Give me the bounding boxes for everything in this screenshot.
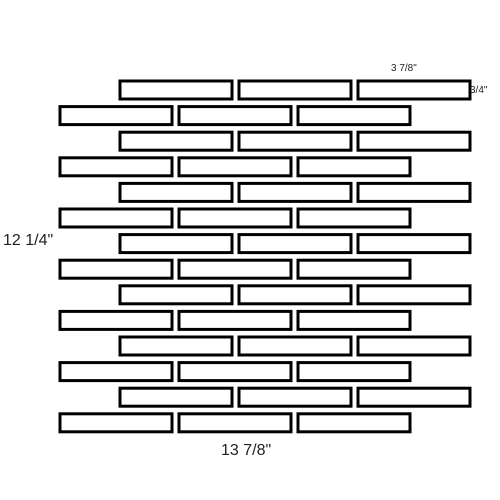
tile [356,79,472,101]
tile [58,309,174,331]
tile [58,156,174,178]
tile [237,79,353,101]
tile [177,207,293,229]
sheet-height-label: 12 1/4" [3,232,54,249]
tile [237,386,353,408]
tile [237,284,353,306]
tile [58,361,174,383]
tile [296,412,412,434]
tile-grid [58,79,472,434]
tile [237,181,353,203]
tile [118,181,234,203]
tile [177,258,293,280]
tile [237,335,353,357]
tile [296,105,412,127]
tile [237,130,353,152]
tile [356,233,472,255]
tile [177,309,293,331]
tile [118,233,234,255]
tile [296,309,412,331]
tile [177,412,293,434]
tile [296,258,412,280]
sheet-width-label: 13 7/8" [221,442,272,459]
tile [356,284,472,306]
tile [118,130,234,152]
tile [296,361,412,383]
tile [177,105,293,127]
tile [356,181,472,203]
tile [118,79,234,101]
tile [356,335,472,357]
tile [296,207,412,229]
tile [58,105,174,127]
tile-width-label: 3 7/8" [391,63,417,74]
tile [177,361,293,383]
tile [58,207,174,229]
tile [118,284,234,306]
tile [58,258,174,280]
tile [356,130,472,152]
tile [177,156,293,178]
tile [356,386,472,408]
tile [58,412,174,434]
tile [118,335,234,357]
tile [237,233,353,255]
tile [118,386,234,408]
tile [296,156,412,178]
tile-height-label: 3/4" [470,85,488,96]
